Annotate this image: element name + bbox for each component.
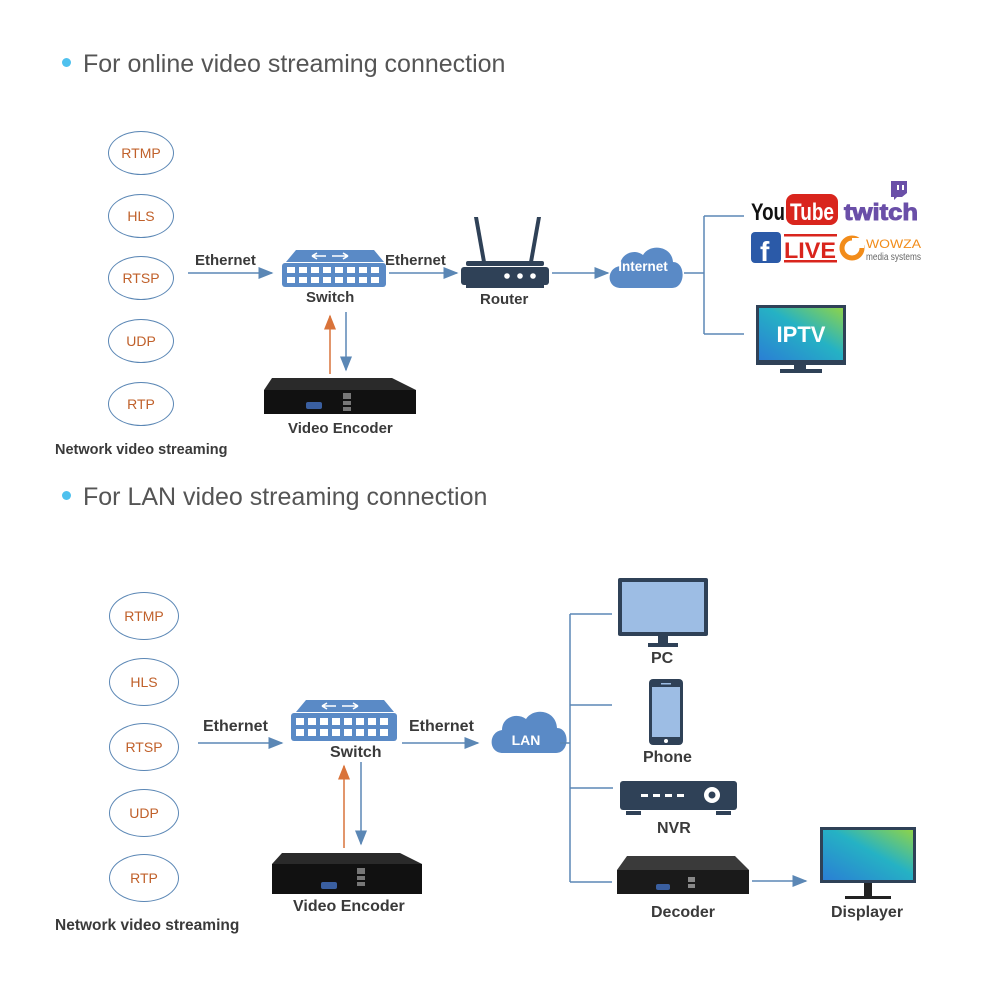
nvr-label: NVR xyxy=(657,820,691,837)
svg-text:You: You xyxy=(751,199,785,226)
protocol-label: RTSP xyxy=(122,270,160,286)
router-icon xyxy=(461,217,549,288)
bullet-icon xyxy=(62,490,71,500)
protocol-udp: UDP xyxy=(109,789,179,837)
lan-label-text: LAN xyxy=(511,732,541,748)
svg-text:Tube: Tube xyxy=(790,199,834,226)
decoder-icon xyxy=(617,856,749,894)
online-encoder-label: Video Encoder xyxy=(288,420,393,437)
decoder-label: Decoder xyxy=(651,904,716,921)
protocol-label: RTP xyxy=(130,870,158,886)
online-protocols-caption: Network video streaming xyxy=(55,442,228,458)
protocol-label: RTMP xyxy=(121,145,161,161)
router-label: Router xyxy=(480,291,529,308)
online-section-heading: For online video streaming connection xyxy=(62,50,505,79)
protocol-rtp: RTP xyxy=(108,382,174,426)
online-switch-icon xyxy=(282,250,386,287)
facebook-live-logo: f LIVE xyxy=(751,232,837,267)
lan-switch-label: Switch xyxy=(330,744,382,761)
bullet-icon xyxy=(62,57,71,67)
online-switch-label: Switch xyxy=(306,289,355,306)
protocol-label: RTMP xyxy=(124,608,164,624)
protocol-label: HLS xyxy=(127,208,155,224)
internet-cloud-icon xyxy=(609,247,683,288)
phone-label: Phone xyxy=(643,749,692,766)
svg-text:WOWZA: WOWZA xyxy=(866,237,921,251)
nvr-icon xyxy=(620,781,737,815)
protocol-label: UDP xyxy=(126,333,156,349)
lan-cloud-icon xyxy=(491,711,567,753)
protocol-label: UDP xyxy=(129,805,159,821)
online-video-encoder-icon xyxy=(264,378,416,414)
protocol-rtmp: RTMP xyxy=(109,592,179,640)
youtube-logo: You Tube xyxy=(751,194,838,226)
protocol-rtmp: RTMP xyxy=(108,131,174,175)
protocol-hls: HLS xyxy=(109,658,179,706)
lan-encoder-label: Video Encoder xyxy=(293,898,405,915)
internet-cloud-label: Internet xyxy=(612,258,674,276)
protocol-rtsp: RTSP xyxy=(108,256,174,300)
phone-icon xyxy=(649,679,683,745)
protocol-rtsp: RTSP xyxy=(109,723,179,771)
lan-ethernet-out-label: Ethernet xyxy=(409,718,474,735)
lan-cloud-label: LAN xyxy=(496,732,556,750)
lan-heading-text: For LAN video streaming connection xyxy=(83,483,488,511)
online-ethernet-in-label: Ethernet xyxy=(195,252,256,269)
lan-protocols-caption: Network video streaming xyxy=(55,917,240,934)
lan-video-encoder-icon xyxy=(272,853,422,894)
twitch-logo: twitch xyxy=(844,181,919,226)
svg-text:twitch: twitch xyxy=(844,199,918,225)
online-ethernet-out-label: Ethernet xyxy=(385,252,446,269)
svg-text:f: f xyxy=(760,236,770,267)
iptv-monitor-icon: IPTV xyxy=(756,305,846,373)
protocol-label: RTP xyxy=(127,396,155,412)
protocol-label: HLS xyxy=(130,674,158,690)
displayer-monitor-icon xyxy=(820,827,916,899)
internet-label-text: Internet xyxy=(618,259,668,274)
lan-switch-icon xyxy=(291,700,397,741)
lan-distribution-lines xyxy=(560,613,613,883)
displayer-label: Displayer xyxy=(831,904,904,921)
svg-text:IPTV: IPTV xyxy=(777,322,826,347)
protocol-udp: UDP xyxy=(108,319,174,363)
protocol-rtp: RTP xyxy=(109,854,179,902)
lan-section-heading: For LAN video streaming connection xyxy=(62,483,487,512)
online-heading-text: For online video streaming connection xyxy=(83,50,506,78)
pc-label: PC xyxy=(651,650,674,667)
protocol-label: RTSP xyxy=(125,739,163,755)
protocol-hls: HLS xyxy=(108,194,174,238)
internet-distribution-lines xyxy=(684,215,744,335)
svg-text:LIVE: LIVE xyxy=(784,238,836,263)
svg-text:media systems: media systems xyxy=(866,252,921,263)
lan-ethernet-in-label: Ethernet xyxy=(203,718,268,735)
wowza-logo: WOWZA media systems xyxy=(839,235,921,263)
pc-monitor-icon xyxy=(618,578,708,647)
